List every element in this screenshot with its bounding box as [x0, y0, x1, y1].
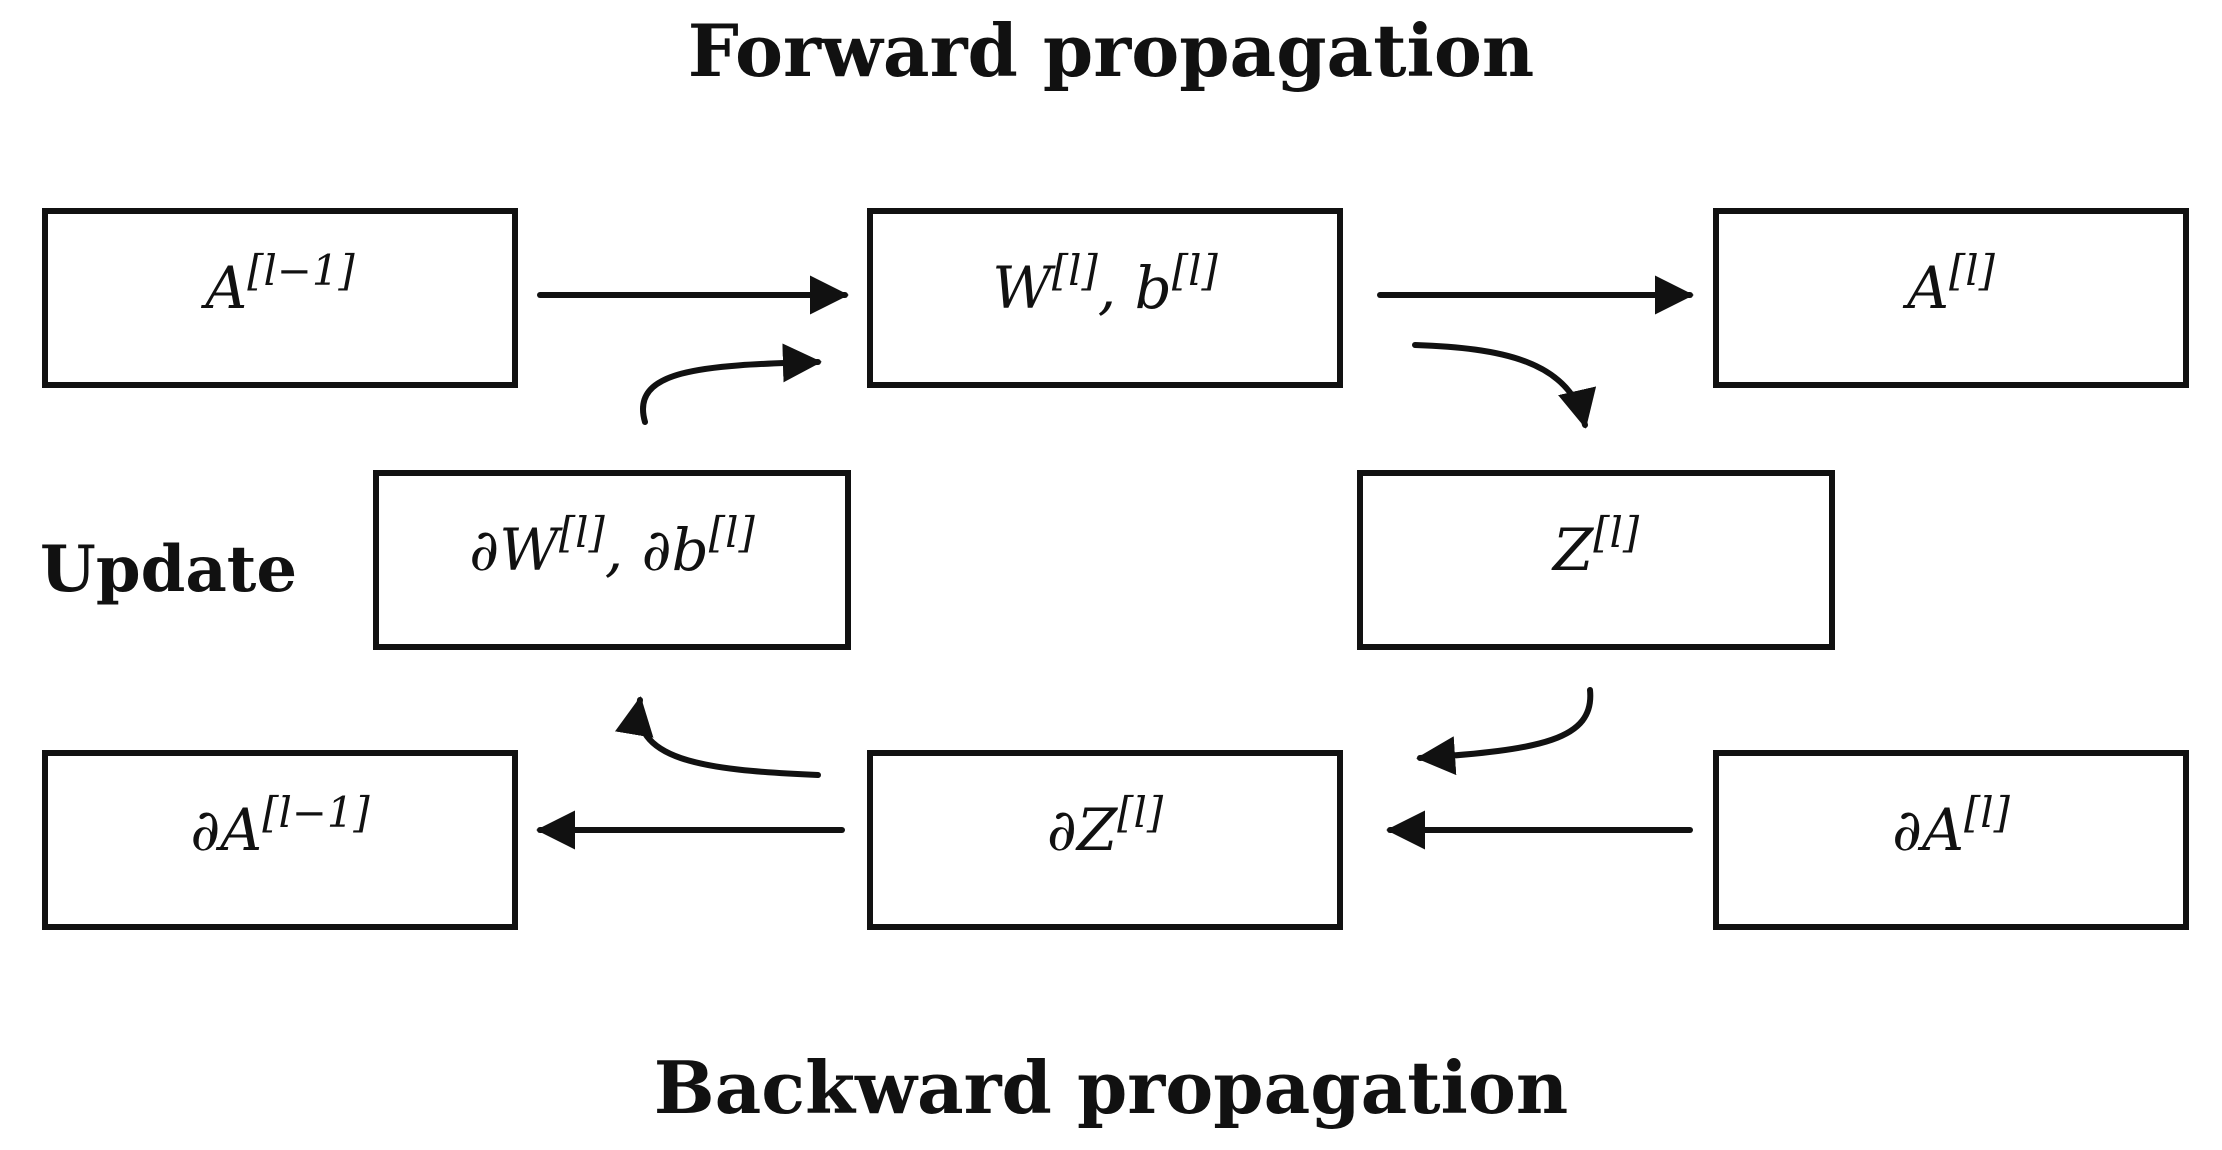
arrow-weights-to-z	[1412, 342, 1597, 429]
node-z-l-label: Z[l]	[1552, 508, 1639, 584]
node-weights-bias-label: W[l], b[l]	[992, 246, 1218, 322]
node-weights-bias: W[l], b[l]	[867, 208, 1343, 388]
superscript-index: [l]	[708, 508, 755, 558]
node-a-l: A[l]	[1713, 208, 2189, 388]
node-dz-l-label: ∂Z[l]	[1046, 788, 1163, 864]
superscript-index: [l]	[1117, 788, 1164, 838]
math-symbol: ∂A	[1892, 796, 1964, 864]
superscript-index: [l]	[1948, 246, 1995, 296]
node-a-l-label: A[l]	[1907, 246, 1995, 322]
node-da-l-label: ∂A[l]	[1892, 788, 2010, 864]
superscript-index: [l]	[1051, 246, 1098, 296]
math-symbol: A	[205, 254, 248, 322]
superscript-index: [l−1]	[262, 788, 370, 838]
math-symbol: Z	[1552, 516, 1594, 584]
math-symbol: ∂Z	[1046, 796, 1118, 864]
forward-propagation-title: Forward propagation	[687, 8, 1535, 93]
node-weight-bias-gradients-label: ∂W[l], ∂b[l]	[469, 508, 754, 584]
node-dz-l: ∂Z[l]	[867, 750, 1343, 930]
node-a-prev: A[l−1]	[42, 208, 518, 388]
arrow-z-to-dz	[1416, 687, 1594, 776]
arrow-gradients-to-weights	[640, 343, 822, 425]
node-da-prev: ∂A[l−1]	[42, 750, 518, 930]
math-symbol: ∂A	[190, 796, 263, 864]
node-z-l: Z[l]	[1357, 470, 1835, 650]
node-a-prev-label: A[l−1]	[205, 246, 354, 322]
arrow-dz-to-gradients	[615, 696, 821, 778]
math-symbol: W	[992, 254, 1052, 322]
math-symbol: , ∂b	[604, 516, 709, 584]
math-symbol: ∂W	[469, 516, 559, 584]
node-da-prev-label: ∂A[l−1]	[190, 788, 369, 864]
math-symbol: A	[1907, 254, 1949, 322]
superscript-index: [l]	[1171, 246, 1218, 296]
superscript-index: [l]	[1593, 508, 1640, 558]
superscript-index: [l−1]	[247, 246, 355, 296]
superscript-index: [l]	[1963, 788, 2010, 838]
node-da-l: ∂A[l]	[1713, 750, 2189, 930]
update-label: Update	[40, 532, 298, 607]
math-symbol: , b	[1097, 254, 1172, 322]
superscript-index: [l]	[558, 508, 605, 558]
node-weight-bias-gradients: ∂W[l], ∂b[l]	[373, 470, 851, 650]
backward-propagation-title: Backward propagation	[653, 1045, 1569, 1130]
